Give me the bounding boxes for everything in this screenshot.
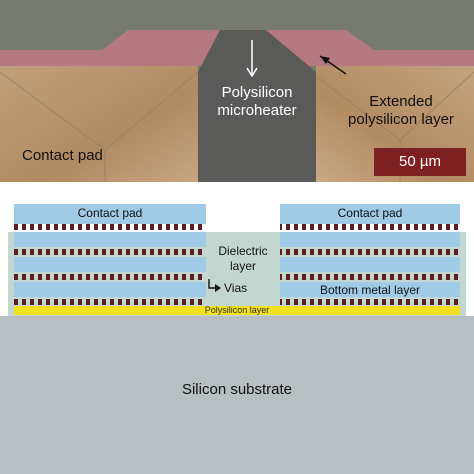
scale-bar-label: 50 µm [399,153,441,170]
silicon-substrate [0,316,474,474]
left-metal-layer-2 [14,232,206,247]
dielectric-label-line: layer [229,259,256,273]
right-contact-pad-label: Contact pad [337,206,403,220]
left-contact-pad [0,66,198,182]
heater-label-line: microheater [217,102,297,119]
heater-label-line: Polysilicon [221,84,293,101]
right-metal-layer-2 [280,232,460,247]
vias-label: Vias [224,281,248,295]
heater-label: Polysilicon microheater [198,85,316,118]
left-via-row [14,274,206,280]
polysilicon-layer-label: Polysilicon layer [204,305,270,315]
polysilicon-microheater [198,30,316,182]
polysilicon-layer [14,306,460,315]
right-contact-pad-layer [280,204,460,224]
left-via-row [14,299,206,305]
contact-pad-label: Contact pad [22,147,103,164]
extended-label-line: polysilicon layer [348,111,454,128]
silicon-substrate-label: Silicon substrate [181,381,293,398]
pad-facet-line [399,71,474,141]
right-via-row [280,274,460,280]
right-via-row [280,249,460,255]
left-contact-pad-label: Contact pad [77,206,143,220]
vias-pointer-arrowhead [215,284,221,292]
left-contact-pad-layer [14,204,206,224]
extended-layer-arrowhead [320,56,330,64]
right-metal-layer-3 [280,257,460,272]
extended-polysilicon-label: Extended polysilicon layer [340,94,462,127]
pad-facet-line [0,71,106,151]
left-metal-layer-3 [14,257,206,272]
pad-facet-line [315,75,401,141]
section-gap [0,182,474,204]
right-bottom-metal-layer [280,282,460,297]
pad-facet-line [104,71,199,151]
left-via-row [14,224,206,230]
cross-section [0,182,474,474]
left-bottom-metal-layer [14,282,206,297]
dielectric-label-line: Dielectric [218,244,268,258]
micrograph [0,0,474,182]
extended-label-line: Extended [369,93,433,110]
right-via-row [280,224,460,230]
bottom-metal-layer-label: Bottom metal layer [319,283,421,297]
left-via-row [14,249,206,255]
right-via-row [280,299,460,305]
heater-arrowhead [246,67,258,78]
dielectric-label: Dielectric layer [206,244,280,274]
scale-bar [374,148,466,176]
